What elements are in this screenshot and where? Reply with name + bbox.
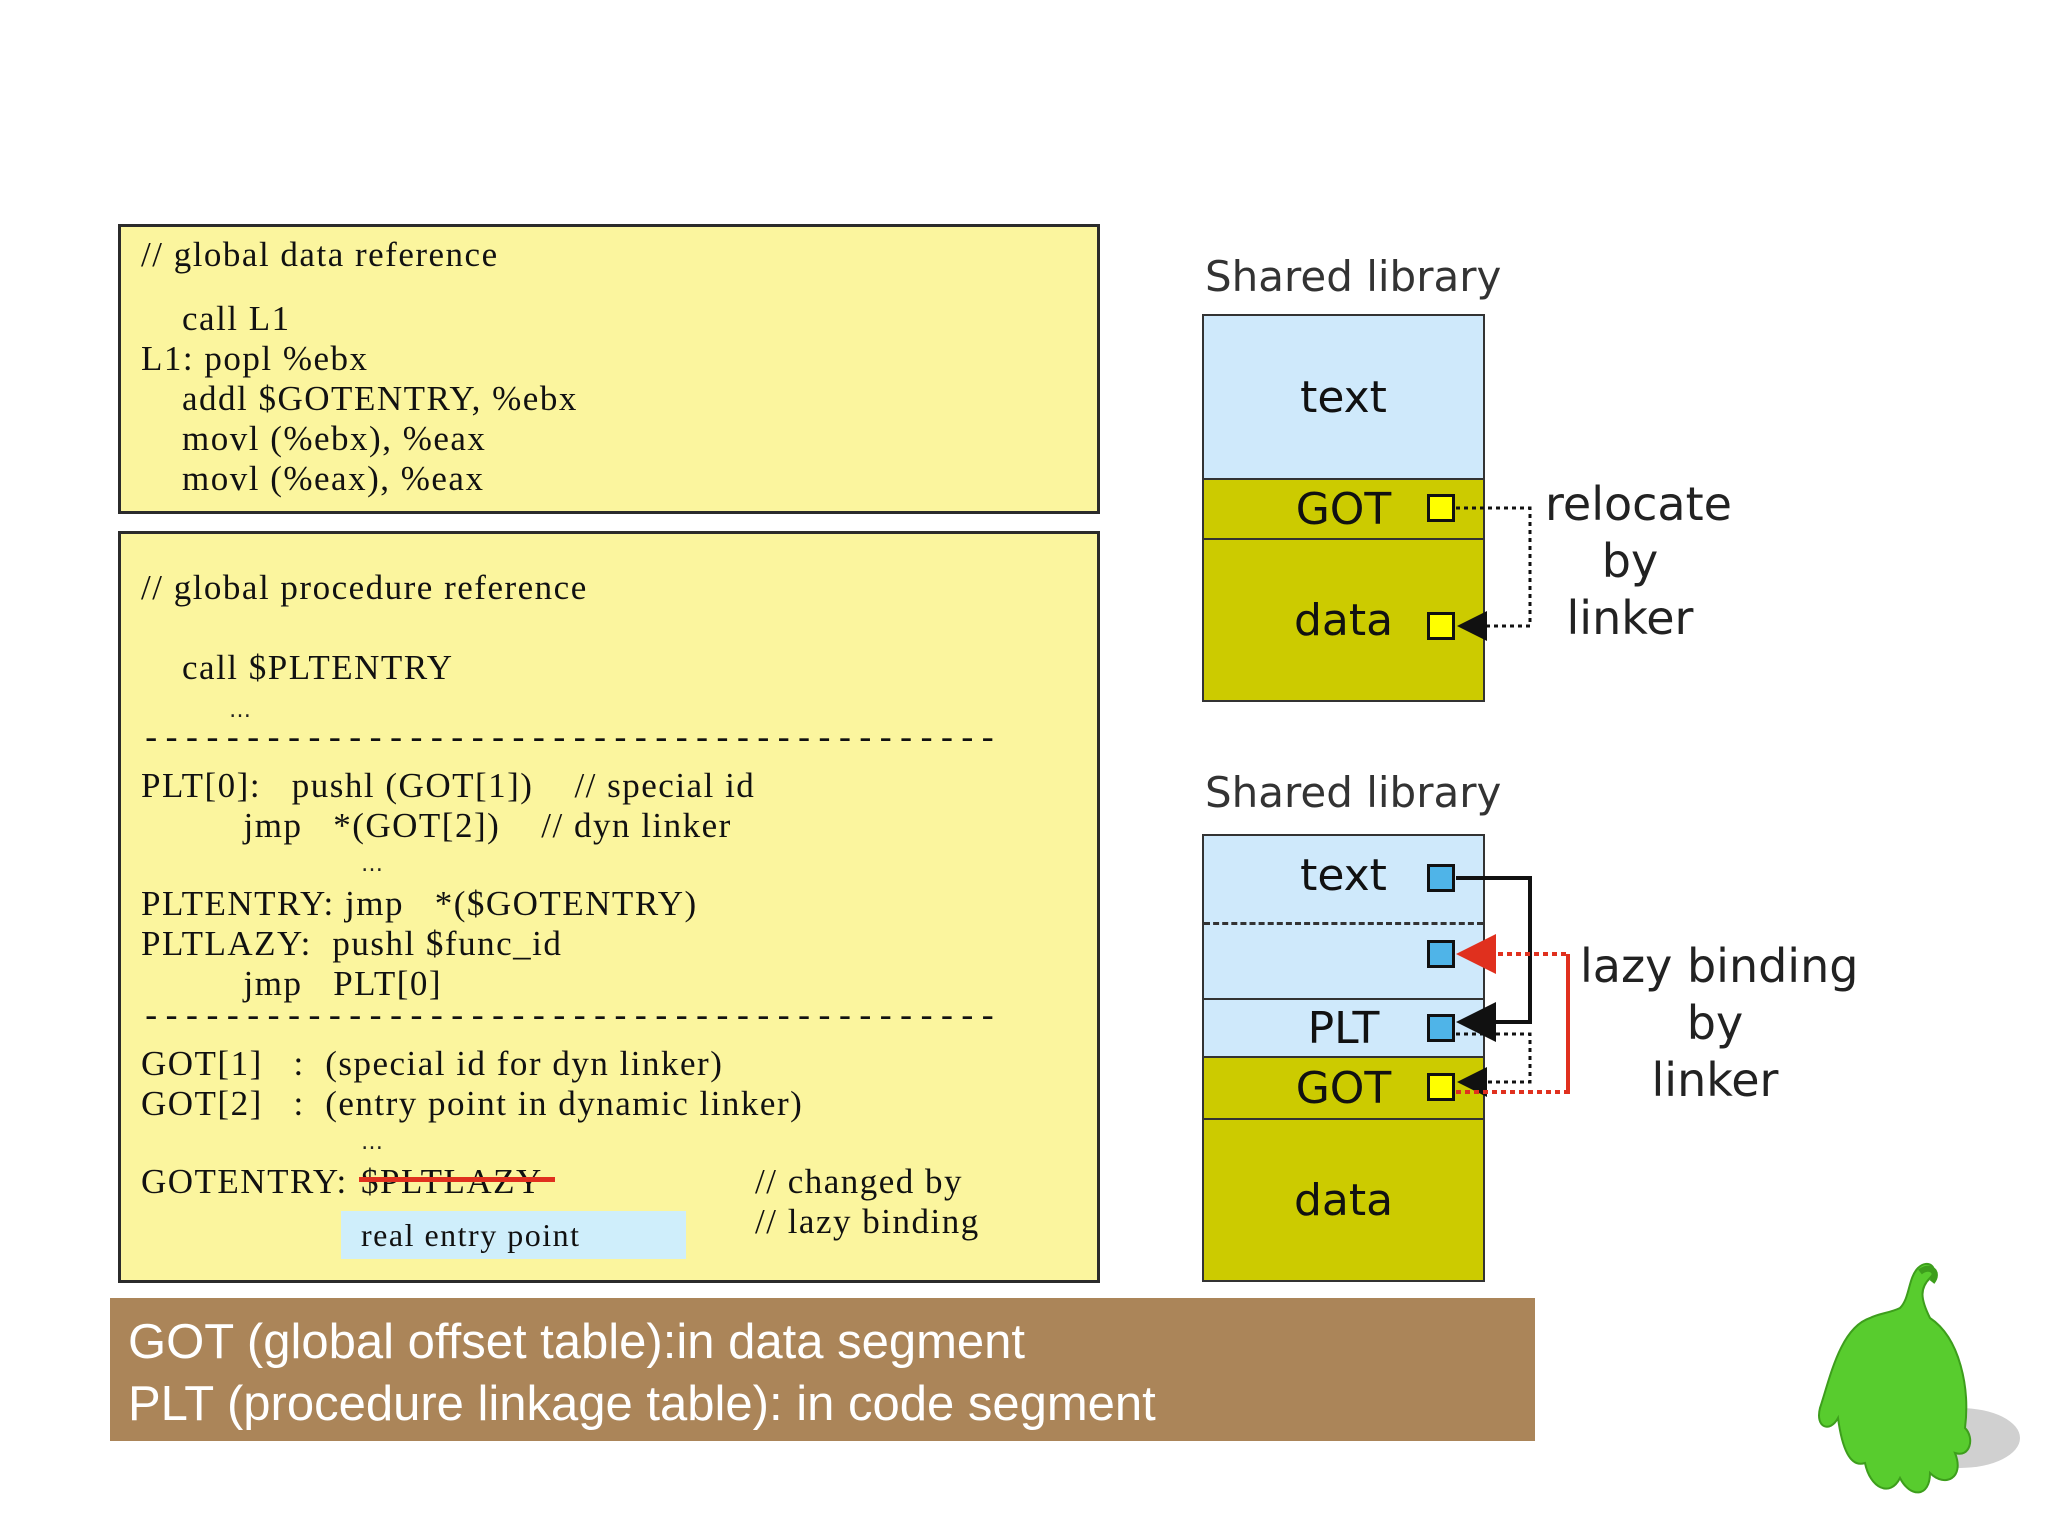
code-line-pltlazy-pushl: PLTLAZY: pushl $func_id (141, 924, 563, 963)
got-entry-square (1427, 1073, 1455, 1101)
strikethrough-line (359, 1177, 555, 1182)
top-text-segment-label: text (1300, 371, 1387, 423)
code-comment-changed-by: // changed by (755, 1162, 964, 1201)
bottom-text-segment-label: text (1300, 850, 1387, 901)
banner-line-plt: PLT (procedure linkage table): in code s… (128, 1377, 1156, 1431)
text-segment-dashed-divider (1204, 922, 1483, 925)
text-function-square (1427, 940, 1455, 968)
ellipsis-2: … (361, 852, 383, 877)
code-line-got1: GOT[1] : (special id for dyn linker) (141, 1044, 724, 1083)
bottom-data-segment-label: data (1293, 1174, 1394, 1226)
bottom-plt-segment-label: PLT (1307, 1002, 1380, 1054)
real-entry-point-highlight (341, 1211, 686, 1259)
code-comment-lazy-binding: // lazy binding (755, 1202, 980, 1241)
plt-entry-square (1427, 1014, 1455, 1042)
procedure-reference-code-box: // global procedure reference call $PLTE… (118, 531, 1100, 1283)
banner-line-got: GOT (global offset table):in data segmen… (128, 1315, 1026, 1369)
top-data-segment-label: data (1293, 594, 1394, 646)
code-label-gotentry: GOTENTRY: (141, 1162, 348, 1201)
top-got-segment-label: GOT (1295, 483, 1392, 535)
code-comment-global-data: // global data reference (141, 235, 499, 274)
code-line-popl: L1: popl %ebx (141, 339, 369, 378)
code-line-addl: addl $GOTENTRY, %ebx (141, 379, 578, 418)
summary-banner: GOT (global offset table):in data segmen… (110, 1298, 1535, 1441)
separator-1: ----------------------------------------… (141, 722, 998, 760)
top-data-entry-square (1427, 612, 1455, 640)
relocate-by-linker-label: relocate by linker (1545, 477, 1732, 645)
shared-library-title-top: Shared library (1205, 252, 1502, 301)
green-creature-icon (1818, 1262, 2020, 1494)
bottom-got-segment-label: GOT (1295, 1062, 1392, 1114)
top-got-entry-square (1427, 494, 1455, 522)
bottom-data-segment: data (1202, 1118, 1485, 1282)
shared-library-title-bottom: Shared library (1205, 768, 1502, 817)
code-line-plt0-jmp: jmp *(GOT[2]) // dyn linker (141, 806, 732, 845)
code-value-pltlazy-struck: $PLTLAZY (361, 1162, 543, 1202)
code-line-pltlazy-jmp: jmp PLT[0] (141, 964, 443, 1003)
code-line-got2: GOT[2] : (entry point in dynamic linker) (141, 1084, 804, 1123)
ellipsis-3: … (361, 1130, 383, 1155)
bottom-text-segment: text (1202, 834, 1485, 1000)
data-reference-code-box: // global data reference call L1 L1: pop… (118, 224, 1100, 514)
code-comment-global-procedure: // global procedure reference (141, 568, 588, 607)
text-call-square (1427, 864, 1455, 892)
real-entry-point-label: real entry point (361, 1217, 581, 1253)
ellipsis-1: … (229, 698, 251, 723)
separator-2: ----------------------------------------… (141, 1000, 998, 1038)
code-line-pltentry: PLTENTRY: jmp *($GOTENTRY) (141, 884, 698, 923)
code-line-movl-1: movl (%ebx), %eax (141, 419, 487, 458)
lazy-binding-by-linker-label: lazy binding by linker (1580, 939, 1859, 1107)
code-line-call-l1: call L1 (141, 299, 291, 338)
code-line-movl-2: movl (%eax), %eax (141, 459, 485, 498)
code-line-plt0-pushl: PLT[0]: pushl (GOT[1]) // special id (141, 766, 756, 805)
code-line-call-pltentry: call $PLTENTRY (141, 648, 454, 687)
top-text-segment: text (1202, 314, 1485, 480)
